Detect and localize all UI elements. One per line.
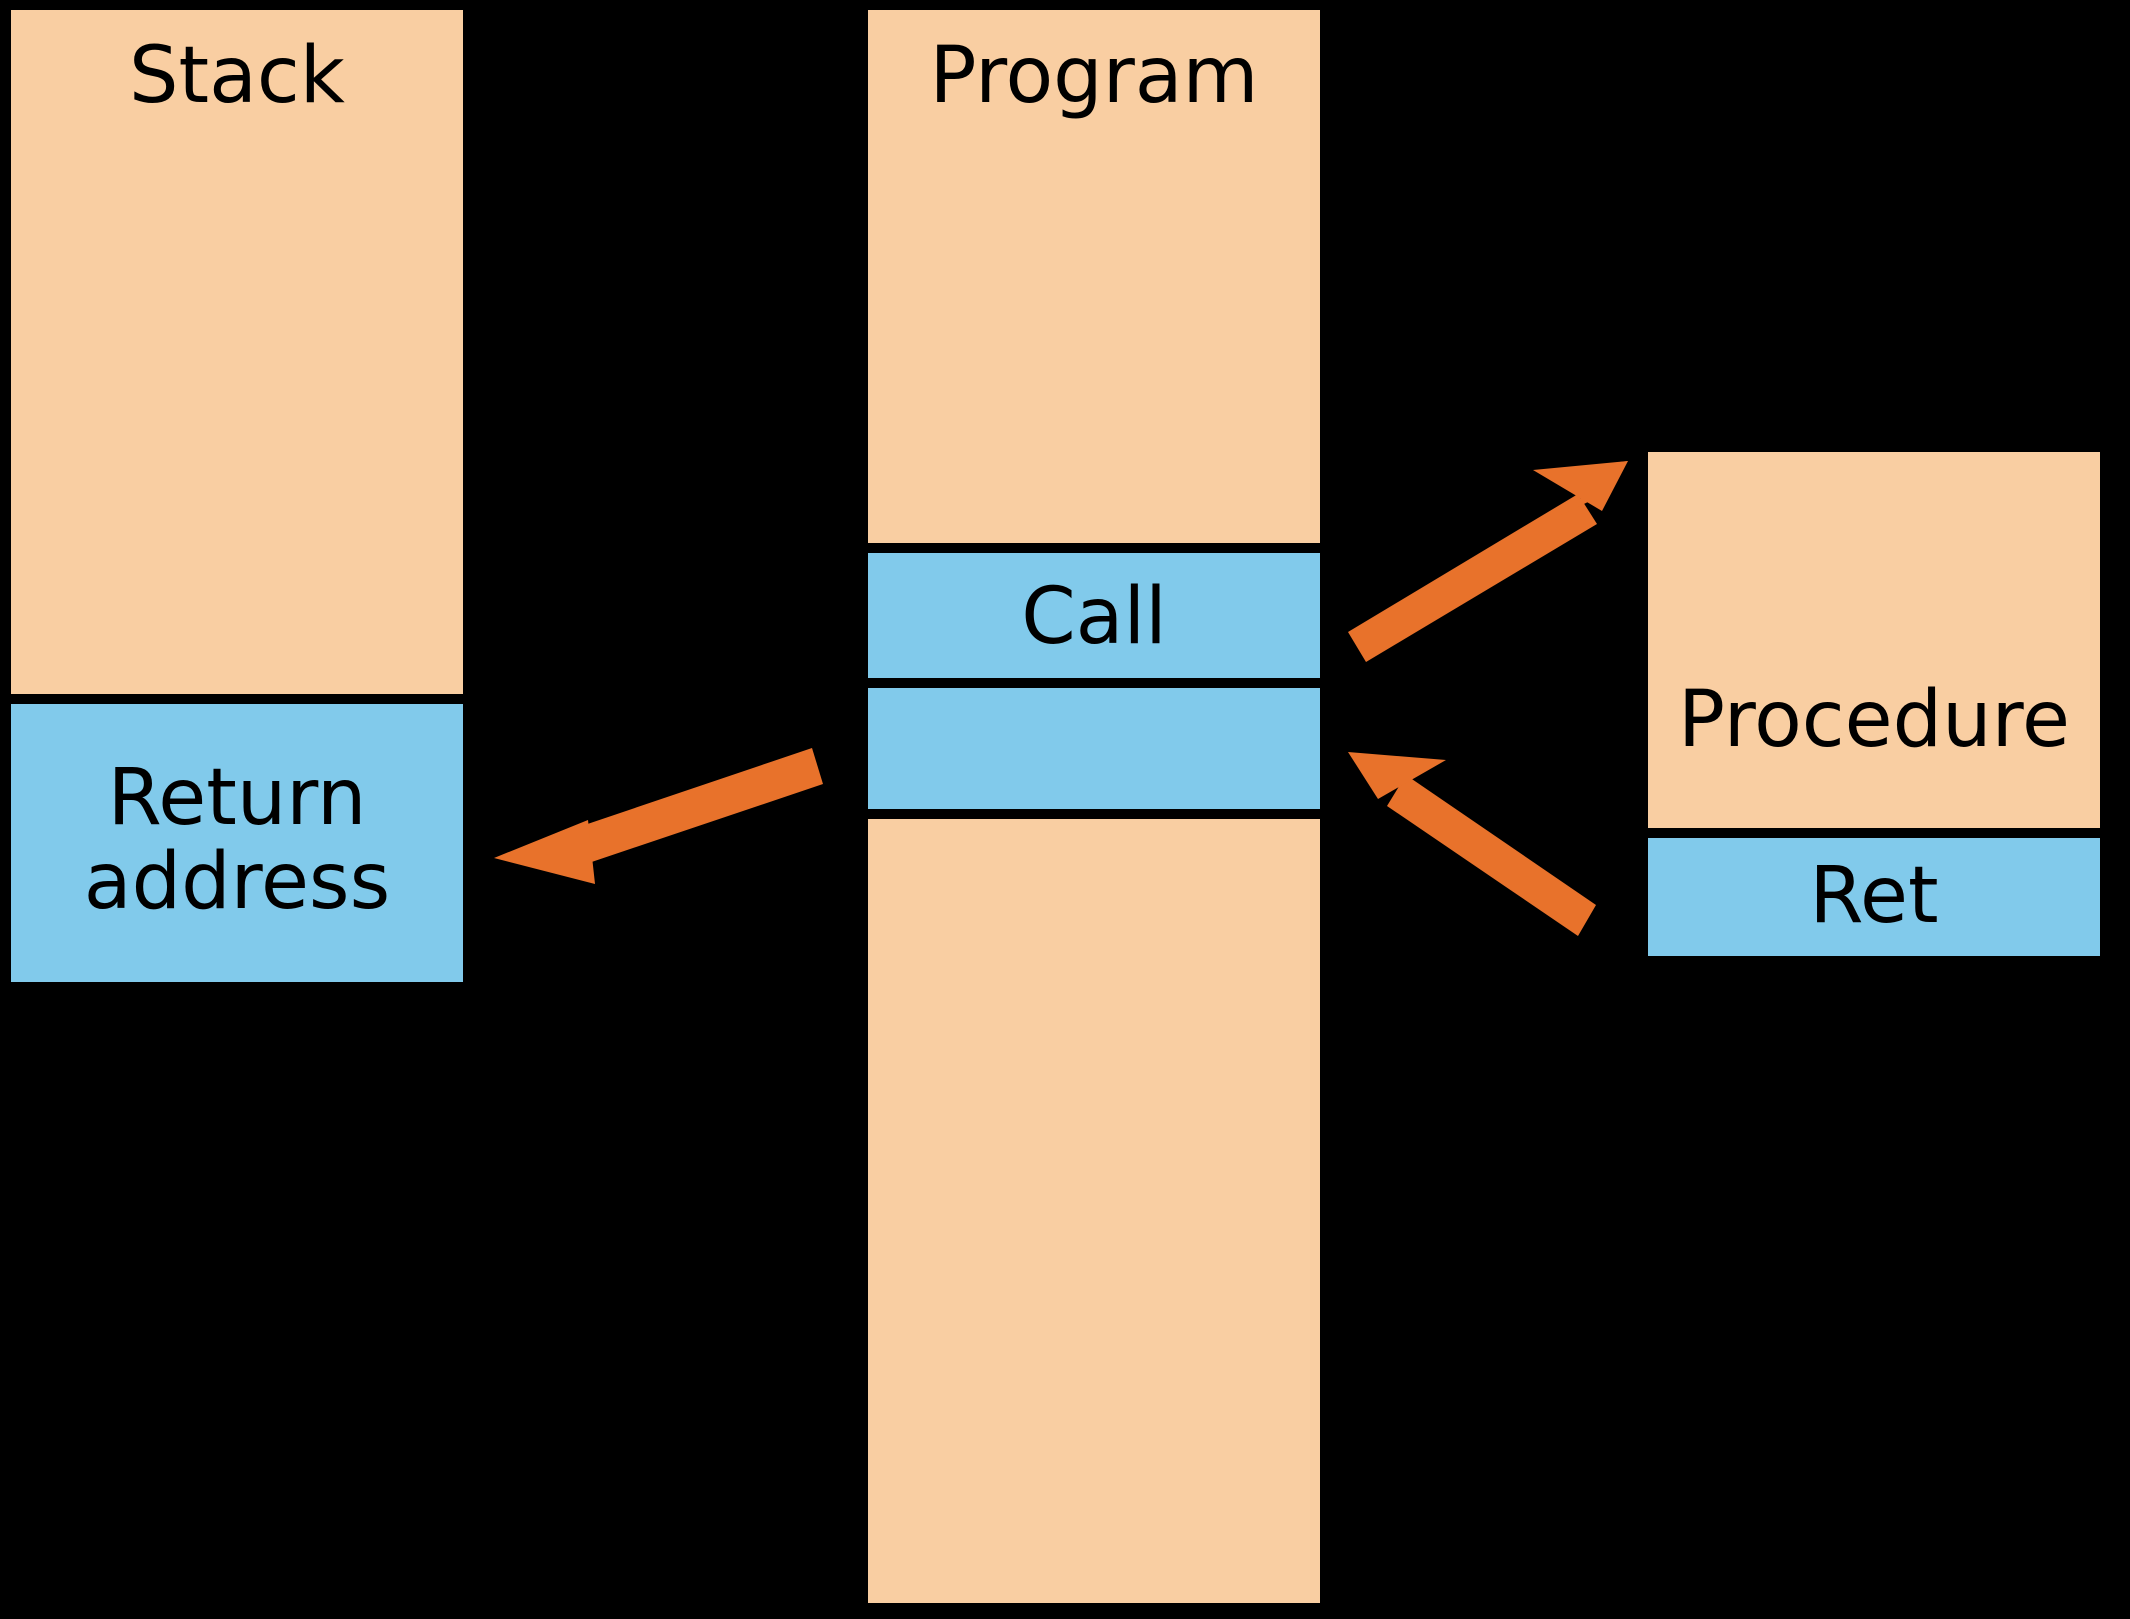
stack-column: Stack Return address (6, 5, 468, 987)
ret-label: Ret (1809, 851, 1939, 941)
return-address-label: Return address (83, 753, 391, 928)
program-column: Program Call (863, 5, 1325, 1608)
program-code-block-bottom[interactable] (863, 814, 1325, 1608)
stack-return-address-block[interactable]: Return address (6, 699, 468, 987)
program-label: Program (929, 31, 1259, 121)
procedure-label: Procedure (1678, 675, 2070, 765)
stack-memory-block[interactable]: Stack (6, 5, 468, 699)
call-to-stack-arrow (494, 748, 823, 884)
procedure-column: Procedure Ret (1643, 447, 2105, 961)
stack-label: Stack (129, 31, 345, 121)
procedure-body-block[interactable]: Procedure (1643, 447, 2105, 833)
program-call-instruction[interactable]: Call (863, 548, 1325, 683)
call-label: Call (1021, 572, 1167, 662)
program-next-instruction-slot[interactable] (863, 683, 1325, 814)
program-code-block-top[interactable]: Program (863, 5, 1325, 548)
procedure-ret-instruction[interactable]: Ret (1643, 833, 2105, 961)
ret-to-program-arrow (1348, 752, 1596, 936)
call-to-procedure-arrow (1348, 461, 1628, 662)
